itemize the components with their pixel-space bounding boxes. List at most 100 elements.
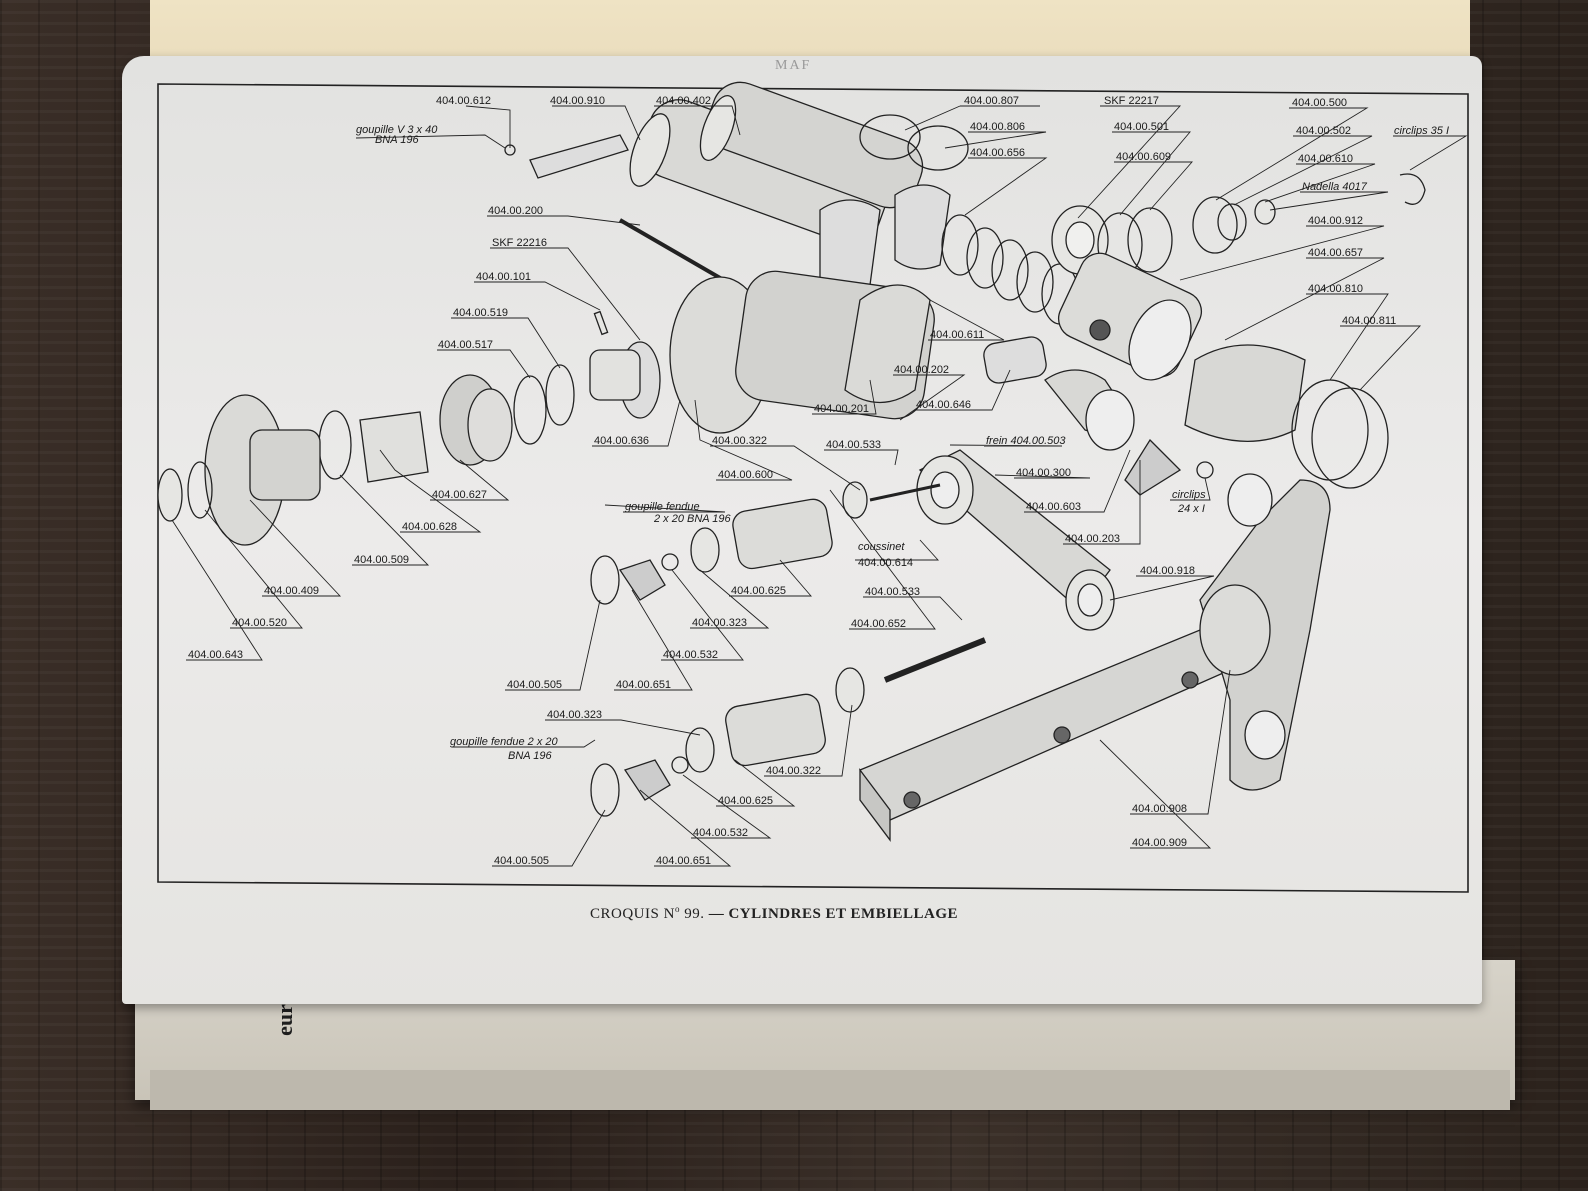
label-404-00-627: 404.00.627 [432,489,487,501]
label-circlips-24: circlips [1172,489,1206,501]
label-404-00-300: 404.00.300 [1016,467,1071,479]
label-404-00-909: 404.00.909 [1132,837,1187,849]
label-404-00-402: 404.00.402 [656,95,711,107]
ring-500 [1192,196,1238,254]
label-404-00-409: 404.00.409 [264,585,319,597]
figure-caption: CROQUIS No 99. — CYLINDRES ET EMBIELLAGE [590,904,958,923]
label-404-00-520: 404.00.520 [232,617,287,629]
label-404-00-651-lower: 404.00.651 [656,855,711,867]
label-404-00-810: 404.00.810 [1308,283,1363,295]
label-404-00-323-upper: 404.00.323 [692,617,747,629]
label-404-00-625-lower: 404.00.625 [718,795,773,807]
label-skf-22217: SKF 22217 [1104,95,1159,107]
label-404-00-519: 404.00.519 [453,307,508,319]
diagram-frame [157,83,1469,893]
caption-number: 99. [684,906,705,922]
liner-806 [819,184,951,290]
label-404-00-657: 404.00.657 [1308,247,1363,259]
label-goupille-fendue-lower: goupille fendue 2 x 20 [450,736,559,748]
label-404-00-614: 404.00.614 [858,557,913,569]
caption-prefix: CROQUIS N [590,906,675,922]
bevel-gear-627 [439,374,513,466]
ring-517 [513,375,547,445]
ring-505-upper [590,555,620,605]
ring-532-upper [661,553,679,571]
label-goupille-fendue-upper: goupille fendue [625,501,700,513]
nut-643 [157,468,183,522]
label-404-00-646: 404.00.646 [916,399,971,411]
label-404-00-203: 404.00.203 [1065,533,1120,545]
shaft-910 [529,134,629,179]
ring-811 [1311,387,1389,489]
label-404-00-505-lower: 404.00.505 [494,855,549,867]
ring-609 [1127,207,1173,273]
label-404-00-202: 404.00.202 [894,364,949,376]
label-404-00-910: 404.00.910 [550,95,605,107]
sleeve-657 [1184,344,1306,443]
label-404-00-200: 404.00.200 [488,205,543,217]
label-404-00-322-upper: 404.00.322 [712,435,767,447]
key-101 [593,310,609,336]
label-404-00-806: 404.00.806 [970,121,1025,133]
label-bna-196-top: BNA 196 [375,134,420,146]
label-2x20-bna196-upper: 2 x 20 BNA 196 [653,513,732,525]
caption-title: — CYLINDRES ET EMBIELLAGE [708,906,959,922]
sleeve-625-lower [725,693,826,767]
small-conrod-203 [1044,369,1135,451]
washer-323-lower [685,727,715,773]
label-404-00-918: 404.00.918 [1140,565,1195,577]
caption-superscript: o [674,904,680,914]
label-404-00-652: 404.00.652 [851,618,906,630]
label-404-00-912: 404.00.912 [1308,215,1363,227]
label-404-00-201: 404.00.201 [814,403,869,415]
label-404-00-609: 404.00.609 [1116,151,1171,163]
ring-519 [545,364,575,426]
hub-409 [204,394,321,546]
ring-807 [859,114,921,160]
sleeve-628 [359,411,429,483]
circlip-35 [1399,173,1426,205]
label-404-00-533-lower: 404.00.533 [865,586,920,598]
washer-322-upper [842,481,868,519]
label-nadella-4017: Nadella 4017 [1302,181,1368,193]
label-404-00-532-lower: 404.00.532 [693,827,748,839]
label-404-00-651-upper: 404.00.651 [616,679,671,691]
label-404-00-610: 404.00.610 [1298,153,1353,165]
cylinder-barrel-402 [699,81,924,209]
connecting-rod-614 [916,449,1115,631]
label-404-00-532-upper: 404.00.532 [663,649,718,661]
label-24xi: 24 x I [1177,503,1205,515]
label-404-00-600: 404.00.600 [718,469,773,481]
label-bna-196-lower: BNA 196 [508,750,553,762]
label-404-00-656: 404.00.656 [970,147,1025,159]
label-404-00-322-lower: 404.00.322 [766,765,821,777]
label-404-00-502: 404.00.502 [1296,125,1351,137]
label-404-00-628: 404.00.628 [402,521,457,533]
bearing-nadella-4017 [1254,199,1276,225]
cap-651-upper [618,559,666,601]
label-coussinet: coussinet [858,541,905,553]
leader-lines [171,105,1468,867]
pin-646 [983,336,1047,384]
crankshaft-600 [669,270,935,434]
label-404-00-908: 404.00.908 [1132,803,1187,815]
cap-651-lower [623,759,671,801]
label-404-00-611: 404.00.611 [930,329,984,341]
label-skf-22216: SKF 22216 [492,237,547,249]
label-404-00-501: 404.00.501 [1114,121,1169,133]
label-404-00-636: 404.00.636 [594,435,649,447]
washer-520 [187,461,213,519]
page-header-mark: MAF [775,58,812,73]
underlying-page-edge [150,1070,1510,1110]
washer-323-upper [690,527,720,573]
label-frein-404-00-503: frein 404.00.503 [986,435,1066,447]
ring-505-lower [590,763,620,817]
ring-806 [907,125,969,171]
axle-533-upper [869,483,941,502]
label-404-00-625-upper: 404.00.625 [731,585,786,597]
bracket-908 [1199,473,1331,791]
ring-502 [1217,203,1247,241]
circlip-24 [1196,461,1214,479]
piston-912 [1058,252,1202,381]
